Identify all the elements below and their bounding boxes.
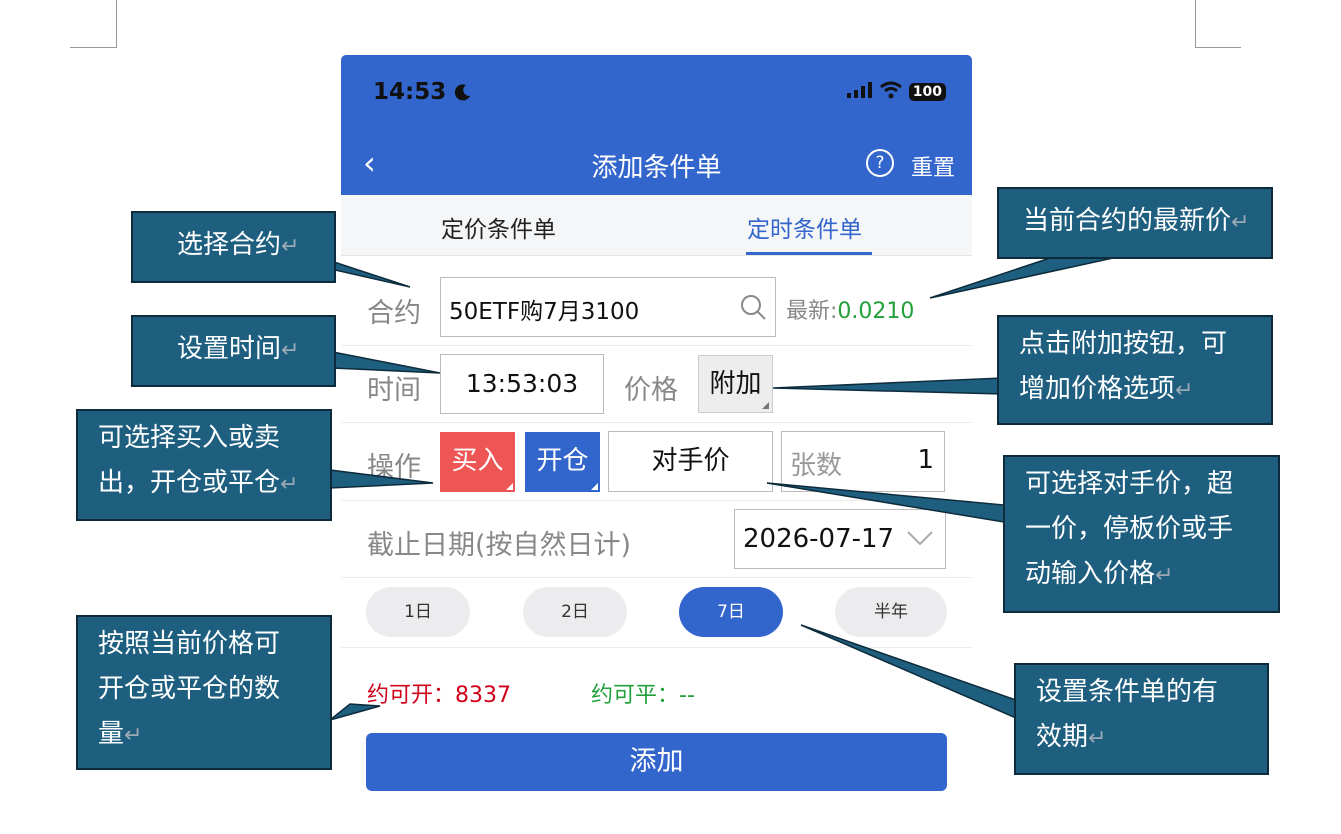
latest-price: 最新:0.0210 [786, 299, 915, 324]
active-tab-underline [746, 252, 872, 255]
callout-quantity-hint: 按照当前价格可 开仓或平仓的数 量↵ [76, 615, 332, 770]
reset-button[interactable]: 重置 [911, 156, 956, 181]
period-half-year[interactable]: 半年 [835, 587, 947, 637]
contract-input[interactable]: 50ETF购7月3100 [440, 277, 776, 337]
callout-set-time: 设置时间↵ [131, 315, 336, 387]
open-availability: 约可开：8337 [367, 683, 512, 708]
expiry-date-value: 2026-07-17 [743, 524, 895, 554]
close-availability: 约可平：-- [591, 683, 695, 708]
status-icons: 100 [846, 81, 946, 103]
callout-latest-price: 当前合约的最新价↵ [997, 187, 1273, 259]
time-label: 时间 [367, 375, 421, 406]
crop-mark-right-horizontal [1195, 47, 1241, 48]
chevron-down-icon [907, 530, 933, 550]
attach-price-button[interactable]: 附加 [698, 355, 773, 413]
corner-triangle-icon [591, 483, 598, 490]
divider [341, 577, 972, 578]
buy-button[interactable]: 买入 [440, 432, 515, 492]
corner-triangle-icon [762, 402, 769, 409]
tab-price-condition[interactable]: 定价条件单 [441, 217, 556, 243]
expiry-date-select[interactable]: 2026-07-17 [734, 509, 946, 569]
contract-label: 合约 [367, 298, 421, 329]
open-position-button[interactable]: 开仓 [525, 432, 600, 492]
callout-buy-sell: 可选择买入或卖 出，开仓或平仓↵ [76, 409, 332, 521]
period-1-day[interactable]: 1日 [366, 587, 470, 637]
order-type-tabs: 定价条件单 定时条件单 [341, 195, 972, 256]
callout-select-contract: 选择合约↵ [131, 211, 336, 283]
period-7-day[interactable]: 7日 [679, 587, 783, 637]
divider [341, 647, 972, 648]
crop-mark-left-horizontal [70, 47, 117, 48]
period-2-day[interactable]: 2日 [523, 587, 627, 637]
signal-icon [846, 82, 873, 102]
wifi-icon [879, 81, 903, 103]
price-label: 价格 [624, 375, 678, 406]
moon-icon [454, 79, 472, 105]
search-icon[interactable] [739, 293, 767, 325]
status-time: 14:53 [373, 79, 472, 105]
battery-icon: 100 [908, 83, 946, 101]
add-button[interactable]: 添加 [366, 733, 947, 791]
phone-screen: 14:53 100 ‹ 添加条件单 ? 重置 定价条件单 定时条件单 合约 50… [341, 55, 972, 800]
help-icon[interactable]: ? [866, 149, 894, 177]
price-type-selector[interactable]: 对手价 [608, 431, 773, 492]
corner-triangle-icon [506, 483, 513, 490]
callout-add-price: 点击附加按钮，可 增加价格选项↵ [997, 315, 1273, 425]
time-input[interactable]: 13:53:03 [440, 354, 604, 414]
status-bar: 14:53 100 [341, 55, 972, 135]
crop-mark-right-vertical [1195, 0, 1196, 48]
tab-time-condition[interactable]: 定时条件单 [747, 217, 862, 243]
callout-validity: 设置条件单的有 效期↵ [1014, 663, 1269, 775]
expiry-label: 截止日期(按自然日计) [367, 530, 632, 561]
quantity-input[interactable]: 张数 1 [781, 431, 945, 492]
crop-mark-left-vertical [116, 0, 117, 48]
divider [341, 500, 972, 501]
back-chevron-icon[interactable]: ‹ [363, 144, 376, 182]
divider [341, 422, 972, 423]
page-title: 添加条件单 [591, 153, 722, 183]
nav-bar: ‹ 添加条件单 ? 重置 [341, 135, 972, 195]
divider [341, 345, 972, 346]
quantity-label: 张数 [790, 451, 843, 481]
callout-price-choice: 可选择对手价，超 一价，停板价或手 动输入价格↵ [1003, 455, 1280, 613]
contract-value: 50ETF购7月3100 [449, 299, 640, 325]
quantity-value: 1 [917, 445, 934, 475]
